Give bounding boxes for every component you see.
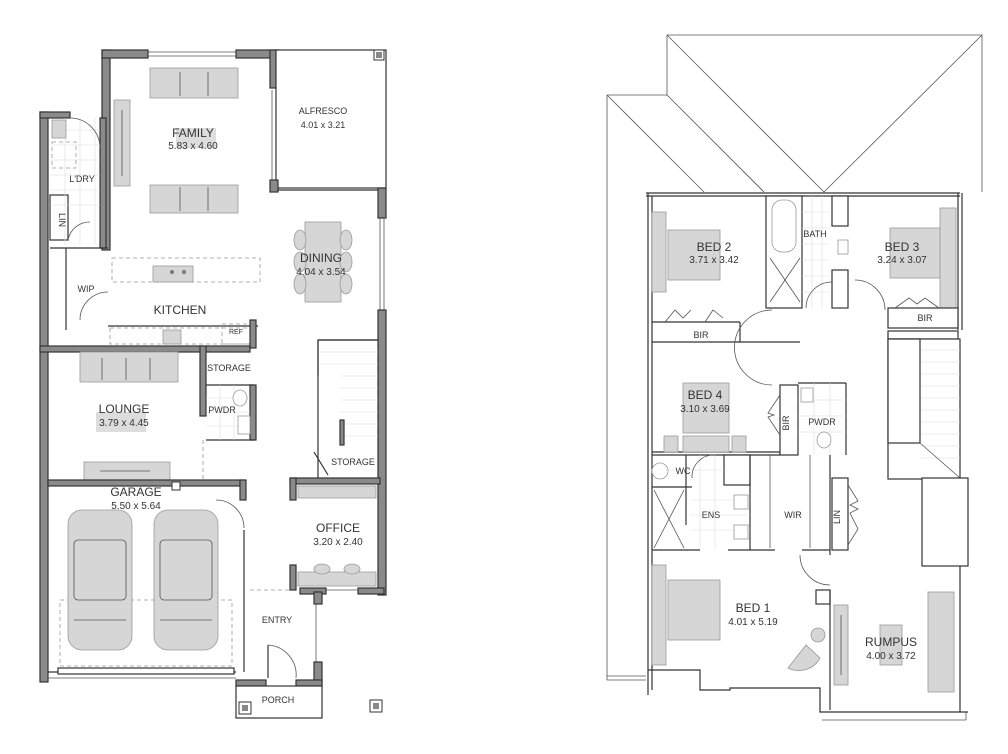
room-label-entry: ENTRY	[262, 615, 292, 625]
room-label-kitchen: KITCHEN	[154, 303, 207, 317]
room-label-storage: STORAGE	[207, 363, 251, 373]
car-right	[153, 509, 219, 651]
room-size-office: 3.20 x 2.40	[313, 537, 363, 548]
room-label-bir-bed-4: BIR	[781, 415, 791, 431]
room-label-powder: PWDR	[208, 405, 236, 415]
room-label-dining: DINING	[300, 251, 342, 265]
ground-floor-plan	[39, 49, 387, 719]
room-label-garage: GARAGE	[110, 485, 161, 499]
room-label-storage-stairs: STORAGE	[331, 457, 375, 467]
room-size-dining: 4.04 x 3.54	[296, 267, 346, 278]
room-label-bir-bed-2: BIR	[693, 330, 709, 340]
room-label-linen-upper: LIN	[832, 510, 842, 524]
room-label-bed-4: BED 4	[688, 388, 723, 402]
room-size-rumpus: 4.00 x 3.72	[866, 651, 916, 662]
room-label-bir-bed-3: BIR	[917, 313, 933, 323]
room-size-lounge: 3.79 x 4.45	[99, 418, 149, 429]
room-size-bed-4: 3.10 x 3.69	[680, 404, 730, 415]
room-size-alfresco: 4.01 x 3.21	[301, 120, 346, 130]
room-label-wir: WIR	[784, 510, 802, 520]
room-label-ensuite: ENS	[702, 510, 721, 520]
room-label-bath: BATH	[803, 229, 826, 239]
room-label-rumpus: RUMPUS	[865, 635, 917, 649]
room-label-wc: WC	[676, 466, 691, 476]
room-label-linen: LIN	[57, 213, 67, 227]
room-label-family: FAMILY	[172, 126, 214, 140]
room-label-wip: WIP	[78, 284, 95, 294]
room-label-bed-3: BED 3	[885, 240, 920, 254]
room-size-garage: 5.50 x 5.64	[111, 501, 161, 512]
car-left	[67, 509, 133, 651]
room-label-bed-2: BED 2	[697, 240, 732, 254]
room-size-family: 5.83 x 4.60	[168, 141, 218, 152]
room-label-office: OFFICE	[316, 521, 360, 535]
room-size-bed-1: 4.01 x 5.19	[728, 617, 778, 628]
room-label-bed-1: BED 1	[736, 601, 771, 615]
room-size-bed-2: 3.71 x 3.42	[689, 255, 739, 266]
room-label-ref: REF	[229, 329, 243, 336]
room-size-bed-3: 3.24 x 3.07	[877, 255, 927, 266]
room-label-alfresco: ALFRESCO	[299, 106, 348, 116]
room-label-porch: PORCH	[262, 695, 295, 705]
upper-floor-plan	[606, 34, 983, 721]
room-label-powder-upper: PWDR	[808, 417, 836, 427]
room-label-laundry: L'DRY	[69, 174, 95, 184]
room-label-lounge: LOUNGE	[99, 402, 150, 416]
